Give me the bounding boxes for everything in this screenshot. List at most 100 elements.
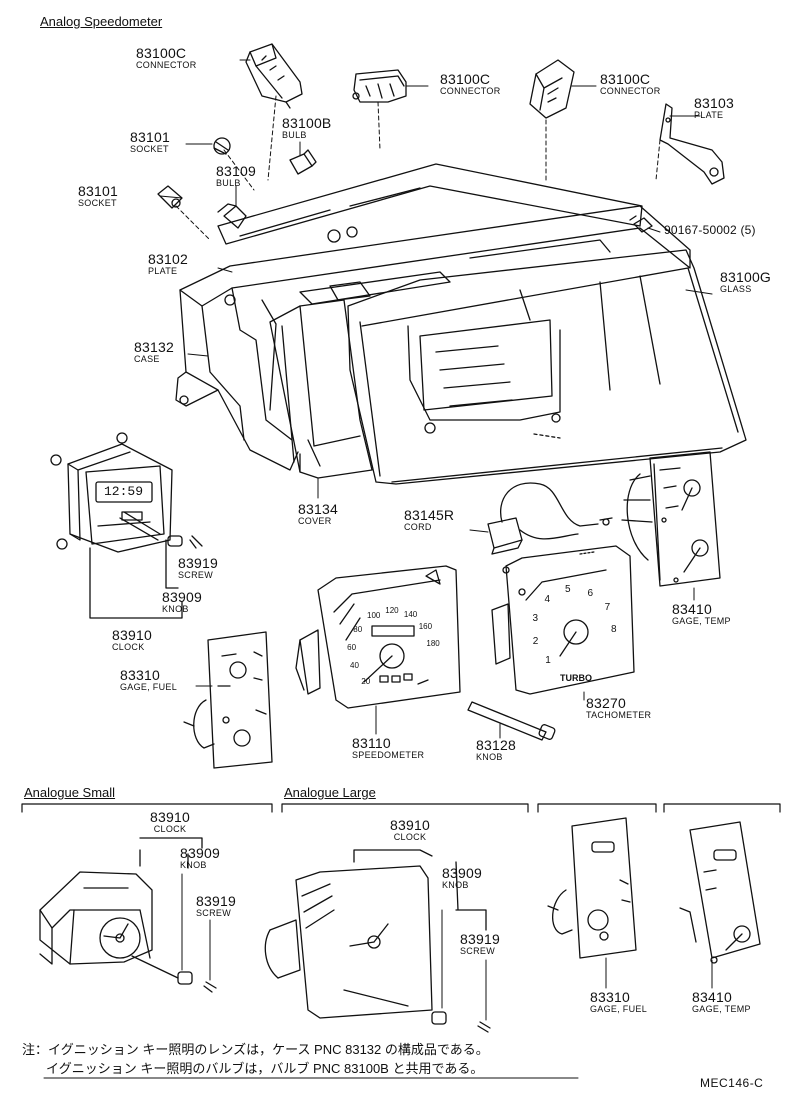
part-number: 83100C [440,71,491,87]
speedo_ticks-tick-label: 140 [403,609,418,619]
label-socket-1: 83101 SOCKET [130,130,170,154]
part-name: KNOB [162,604,189,614]
label-socket-2: 83101 SOCKET [78,184,118,208]
label-small-clock: 83910 CLOCK [150,810,190,834]
label-plate-83102: 83102 PLATE [148,252,188,276]
clock-display: 12:59 [104,484,144,499]
cover-83134-drawing [269,299,373,479]
part-number: 83145R [404,507,455,523]
part-number: 83919 [196,893,236,909]
part-number: 83100B [282,115,332,131]
label-plate-83103: 83103 PLATE [694,96,734,120]
connector-right-drawing [529,59,575,119]
bulb-83100b-drawing [289,149,317,175]
part-name: CONNECTOR [600,86,661,96]
label-clock-top: 83910 CLOCK [112,628,152,652]
glass-83100g-drawing [347,249,747,485]
part-number: 83910 [150,809,190,825]
label-screw-top: 83919 SCREW [178,556,218,580]
speedo_ticks-tick-label: 120 [385,606,399,616]
socket-1-drawing [213,137,231,155]
label-small-knob: 83909 KNOB [180,846,220,870]
part-name: SPEEDOMETER [352,750,425,760]
part-number: 83310 [120,667,160,683]
tach_ticks-tick-label: 6 [587,587,593,599]
part-number: 90167-50002 (5) [664,223,756,237]
part-name: BULB [216,178,241,188]
label-small-screw: 83919 SCREW [196,894,236,918]
part-name: SOCKET [130,144,169,154]
speedo_ticks-tick-label: 40 [350,661,359,671]
leader-lines-top [159,59,713,357]
knob-83909-top-drawing [167,535,183,547]
speedo_ticks-tick-label: 180 [426,639,440,649]
label-bottom-temp: 83410 GAGE, TEMP [692,990,751,1014]
large-knob-drawing [431,909,447,1025]
speedo_ticks-tick-label: 60 [347,642,357,652]
connector-mid-drawing [352,69,407,103]
part-number: 83909 [180,845,220,861]
section-brackets [21,803,781,813]
section-analogue-large: Analogue Large [284,785,376,800]
bottom-fuel-gage-drawing [547,817,637,989]
speedo_ticks-tick-label: 160 [418,621,433,631]
part-name: CONNECTOR [136,60,197,70]
part-number: 83310 [590,989,630,1005]
part-number: 83100C [136,45,187,61]
tach_ticks-tick-label: 2 [532,635,539,647]
part-number: 83109 [216,163,256,179]
connector-left-drawing [245,43,303,109]
part-number: 83910 [112,627,152,643]
part-number: 83110 [352,735,391,751]
clock-83910-drawing [50,432,183,619]
bottom-temp-gage-drawing [679,821,761,989]
part-name: GLASS [720,284,752,294]
large-clock-drawing [264,849,487,1019]
part-number: 83100C [600,71,651,87]
screw-83919-top-drawing [189,535,203,549]
plate-83102-drawing [217,163,643,245]
label-large-knob: 83909 KNOB [442,866,482,890]
label-large-screw: 83919 SCREW [460,932,500,956]
label-knob-83128: 83128 KNOB [476,738,516,762]
tach_ticks-tick-label: 8 [611,624,617,635]
note-line-1: 注：イグニッション キー照明のレンズは，ケース PNC 83132 の構成品であ… [22,1042,489,1057]
tach_ticks-tick-label: 5 [565,584,571,596]
part-number: 83919 [460,931,500,947]
speedometer-83110-drawing [295,565,461,735]
label-connector-mid: 83100C CONNECTOR [440,72,501,96]
part-number: 83909 [442,865,482,881]
part-name: CONNECTOR [440,86,501,96]
diagram-code: MEC146-C [700,1076,764,1090]
tach_ticks-tick-label: 7 [604,602,611,614]
cord-83145r-drawing [469,482,613,555]
part-name: SCREW [196,908,231,918]
part-name: CLOCK [112,642,145,652]
label-cord: 83145R CORD [404,508,454,532]
label-bulb-83100b: 83100B BULB [282,116,331,140]
tach_ticks-tick-label: 3 [532,613,539,625]
label-case: 83132 CASE [134,340,174,364]
part-number: 83910 [390,817,430,833]
part-number: 83132 [134,339,174,355]
section-analogue-small: Analogue Small [24,785,116,800]
small-clock-drawing [39,837,203,979]
part-name: CLOCK [153,824,187,834]
gage-fuel-83310-drawing [183,631,273,769]
part-name: BULB [282,130,307,140]
part-name: PLATE [148,266,178,276]
part-number: 83134 [298,501,338,517]
small-knob-drawing [177,873,193,985]
part-number: 83410 [672,601,712,617]
label-connector-right: 83100C CONNECTOR [600,72,661,96]
label-tachometer: 83270 TACHOMETER [586,696,651,720]
part-name: TACHOMETER [586,710,652,720]
part-name: KNOB [180,860,207,870]
label-cover: 83134 COVER [298,502,338,526]
part-number: 83909 [162,589,202,605]
part-name: GAGE, TEMP [672,616,731,626]
part-name: GAGE, FUEL [590,1004,648,1014]
part-name: COVER [298,516,332,526]
part-name: KNOB [476,752,503,762]
